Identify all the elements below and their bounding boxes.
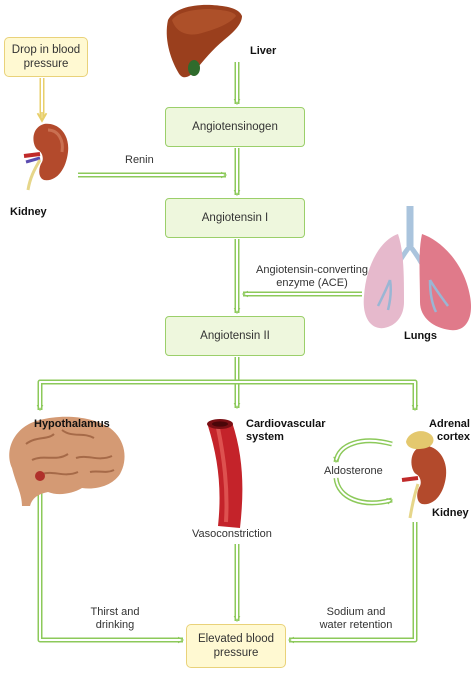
liver-icon: [166, 4, 242, 78]
angiotensin-i-box: Angiotensin I: [165, 198, 305, 238]
liver-label: Liver: [250, 45, 277, 57]
arrow-angiotensin-ii-to-adrenal: [237, 379, 419, 412]
angiotensin-ii-box: Angiotensin II: [165, 316, 305, 356]
kidney-label-right: Kidney: [432, 507, 469, 519]
vasoconstriction-label: Vasoconstriction: [192, 528, 272, 540]
arrow-hypothalamus-to-elevated: [37, 484, 185, 644]
label-line: drinking: [95, 619, 135, 631]
label-line: Angiotensin-converting: [256, 264, 368, 276]
adrenal-cortex-label: Adrenal cortex: [410, 418, 470, 444]
angiotensinogen-box: Angiotensinogen: [165, 107, 305, 147]
label-line: water retention: [319, 619, 393, 631]
label-line: Sodium and: [326, 606, 386, 618]
box-text-line: Elevated blood: [197, 633, 275, 645]
cardiovascular-system-label: Cardiovascular system: [246, 418, 325, 444]
arrow-aldosterone-to-kidney: [333, 477, 394, 506]
label-line: Cardiovascular: [246, 418, 326, 430]
label-line: system: [246, 431, 284, 443]
arrow-adrenal-to-aldosterone: [333, 438, 393, 464]
blood-vessel-icon: [207, 419, 243, 528]
box-text-line: pressure: [23, 58, 69, 70]
box-text: Angiotensinogen: [192, 121, 278, 133]
label-line: Adrenal: [429, 418, 470, 430]
thirst-and-drinking-label: Thirst and drinking: [80, 606, 150, 632]
box-text: Angiotensin I: [201, 212, 269, 224]
label-line: Thirst and: [90, 606, 140, 618]
lungs-label: Lungs: [404, 330, 437, 342]
box-text: Angiotensin II: [200, 330, 270, 342]
kidney-icon-left: [23, 123, 69, 191]
elevated-blood-pressure-box: Elevated blood pressure: [186, 624, 286, 668]
adrenal-kidney-icon: [401, 431, 447, 519]
lungs-icon: [363, 206, 472, 331]
box-text-line: pressure: [213, 647, 259, 659]
hypothalamus-label: Hypothalamus: [34, 418, 110, 430]
label-line: enzyme (ACE): [276, 277, 348, 289]
brain-icon: [9, 416, 125, 506]
box-text-line: Drop in blood: [11, 44, 81, 56]
aldosterone-label: Aldosterone: [324, 465, 383, 477]
renin-label: Renin: [125, 154, 154, 166]
sodium-and-water-retention-label: Sodium and water retention: [310, 606, 402, 632]
ace-label: Angiotensin-converting enzyme (ACE): [248, 264, 376, 290]
kidney-label-left: Kidney: [10, 206, 47, 218]
arrow-kidney-to-elevated: [287, 522, 418, 644]
label-line: cortex: [436, 431, 470, 443]
drop-in-blood-pressure-box: Drop in blood pressure: [4, 37, 88, 77]
arrow-angiotensin-ii-to-hypothalamus: [36, 379, 237, 412]
